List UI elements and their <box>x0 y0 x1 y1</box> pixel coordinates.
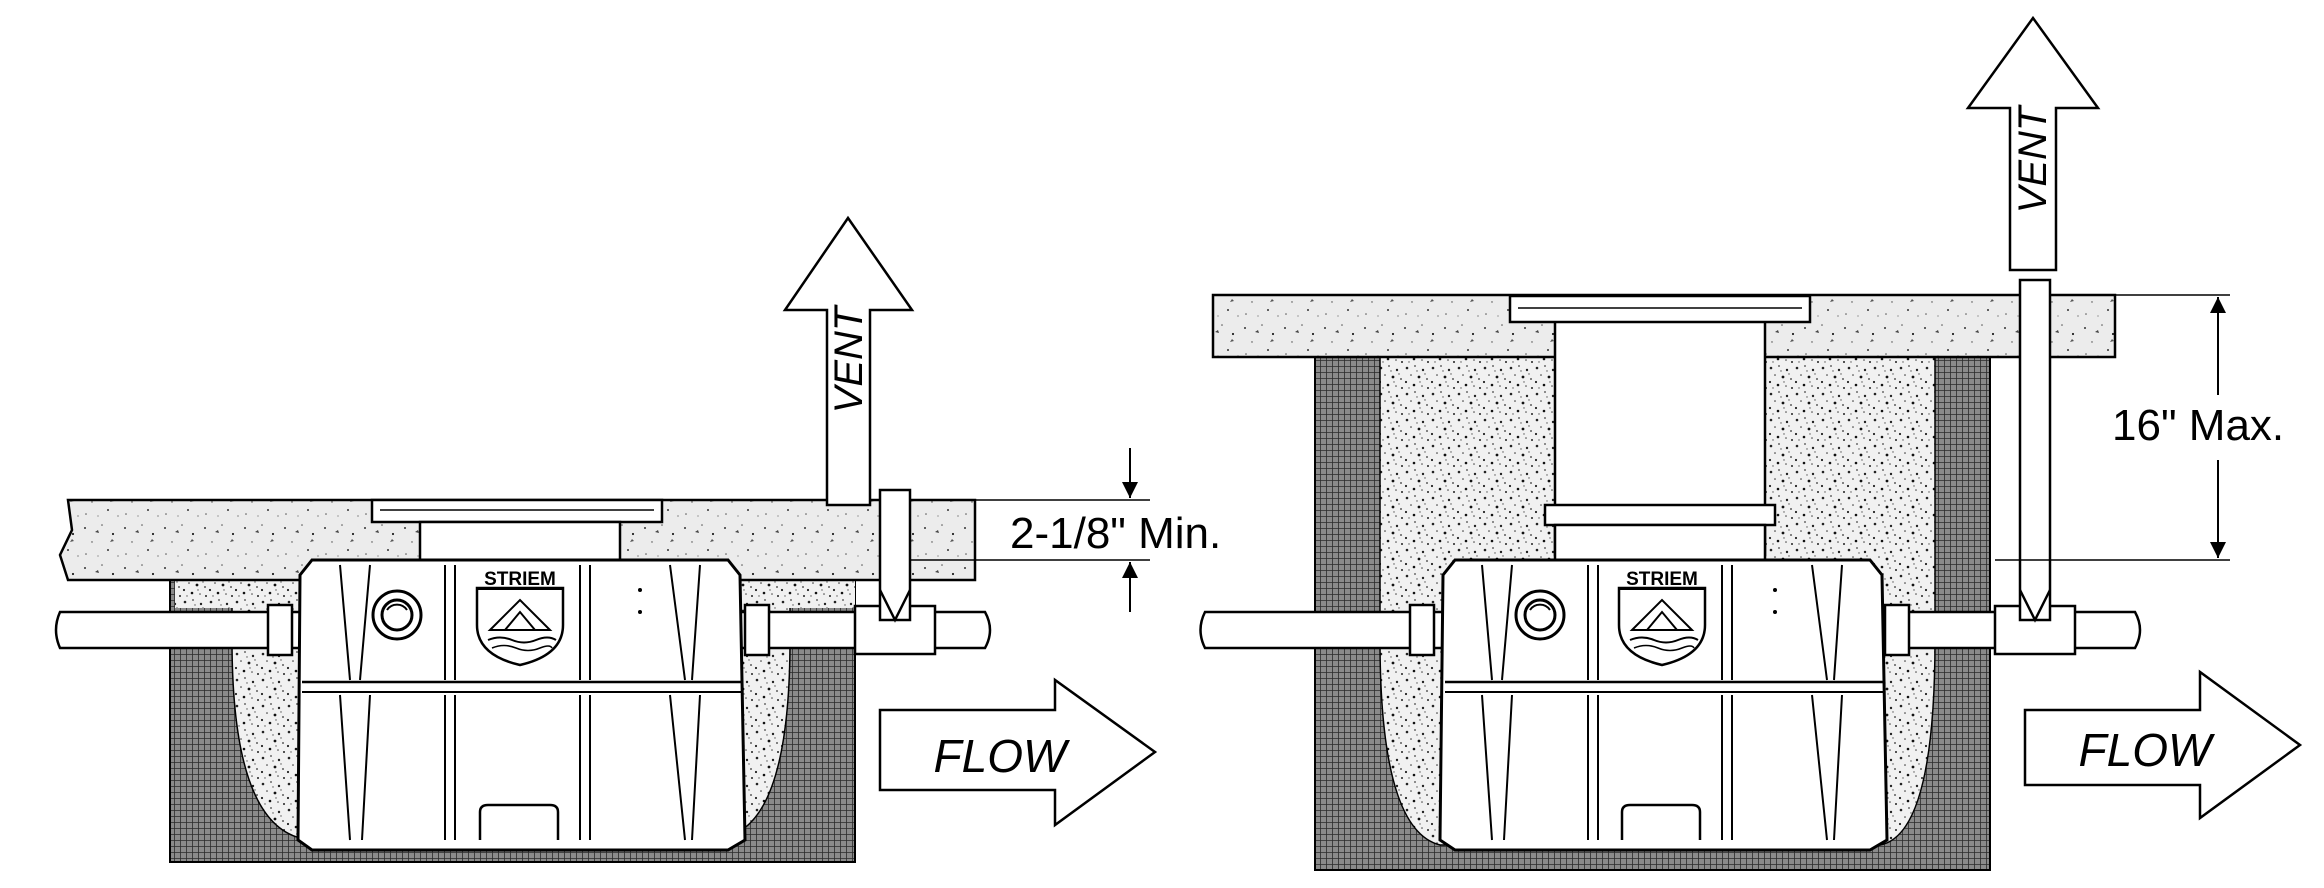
right-installation: STRIEM VENT FLOW 16" Max. <box>1199 15 2303 871</box>
right-riser-neck <box>1553 523 1767 562</box>
left-striem-logo-icon: STRIEM <box>475 569 565 667</box>
left-vent-label: VENT <box>827 304 871 413</box>
left-vent-arrow-icon: VENT <box>782 215 915 507</box>
left-inlet-pipe <box>54 610 302 650</box>
right-access-cover <box>1508 294 1812 324</box>
right-outlet-coupling <box>1883 603 1911 657</box>
left-riser-neck <box>418 520 622 564</box>
right-inlet-port-icon <box>1514 589 1566 641</box>
right-vent-arrow-icon: VENT <box>1965 15 2101 272</box>
left-tank: STRIEM <box>296 558 747 852</box>
right-striem-logo-icon: STRIEM <box>1617 569 1707 667</box>
right-tank: STRIEM <box>1438 558 1889 852</box>
right-flow-label: FLOW <box>2079 724 2216 776</box>
left-dimension: 2-1/8" Min. <box>910 448 1221 612</box>
right-brand-label: STRIEM <box>1626 569 1698 590</box>
left-access-cover <box>370 498 664 524</box>
left-dimension-label: 2-1/8" Min. <box>1010 509 1221 558</box>
left-outlet-coupling <box>743 603 771 657</box>
right-vent-label: VENT <box>2011 104 2055 213</box>
right-dimension: 16" Max. <box>1995 294 2284 561</box>
left-inlet-coupling <box>266 603 294 657</box>
left-flow-label: FLOW <box>934 730 1071 782</box>
right-vent-pipe <box>2018 278 2052 622</box>
right-riser-collar <box>1543 503 1777 527</box>
left-flow-arrow-icon: FLOW <box>878 677 1158 828</box>
left-inlet-port-icon <box>371 589 423 641</box>
right-flow-arrow-icon: FLOW <box>2023 669 2303 821</box>
right-dimension-label: 16" Max. <box>2112 401 2284 450</box>
right-inlet-coupling <box>1408 603 1436 657</box>
left-installation: STRIEM VENT FLOW 2-1/8" Mi <box>54 215 1221 863</box>
left-brand-label: STRIEM <box>484 569 556 590</box>
